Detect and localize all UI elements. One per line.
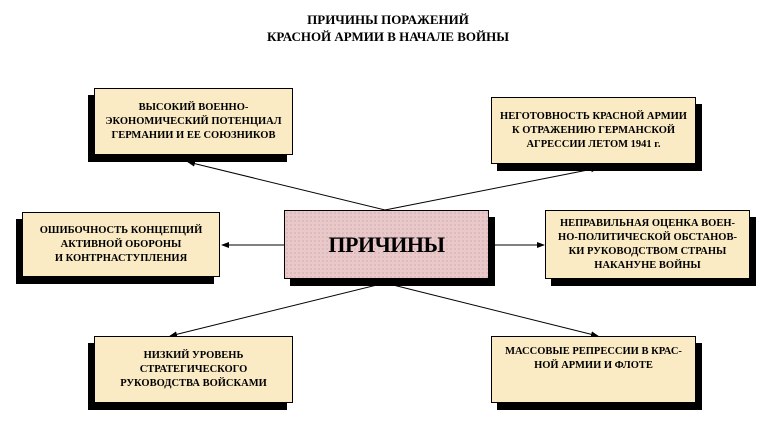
arrow-to-cause-2 <box>384 166 599 211</box>
cause-box-repressions: МАССОВЫЕ РЕПРЕССИИ В КРАС- НОЙ АРМИИ И Ф… <box>491 336 696 403</box>
center-box-causes: ПРИЧИНЫ <box>284 210 489 279</box>
cause-box-unpreparedness: НЕГОТОВНОСТЬ КРАСНОЙ АРМИИ К ОТРАЖЕНИЮ Г… <box>491 97 696 164</box>
cause-box-wrong-assessment: НЕПРАВИЛЬНАЯ ОЦЕНКА ВОЕН- НО-ПОЛИТИЧЕСКО… <box>545 210 750 279</box>
cause-box-strategic-leadership: НИЗКИЙ УРОВЕНЬ СТРАТЕГИЧЕСКОГО РУКОВОДСТ… <box>94 336 293 403</box>
cause-box-economic-potential: ВЫСОКИЙ ВОЕННО- ЭКОНОМИЧЕСКИЙ ПОТЕНЦИАЛ … <box>94 88 293 155</box>
title-line-1: ПРИЧИНЫ ПОРАЖЕНИЙ <box>307 12 469 27</box>
title-line-2: КРАСНОЙ АРМИИ В НАЧАЛЕ ВОЙНЫ <box>267 29 509 44</box>
arrow-to-cause-5 <box>169 282 386 338</box>
arrow-to-cause-1 <box>187 160 386 211</box>
cause-box-defense-concept: ОШИБОЧНОСТЬ КОНЦЕПЦИЙ АКТИВНОЙ ОБОРОНЫ И… <box>22 212 220 277</box>
arrow-to-cause-6 <box>384 282 599 338</box>
